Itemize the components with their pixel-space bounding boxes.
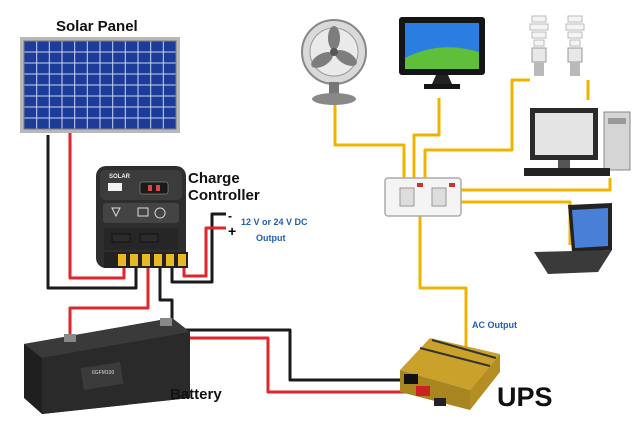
fan <box>301 19 367 105</box>
panel-to-controller-wires <box>46 130 138 290</box>
battery <box>24 318 190 414</box>
ups-inverter <box>400 338 500 410</box>
charge-controller-label-line2: Controller <box>188 187 260 204</box>
dc-minus-sign: - <box>228 209 232 223</box>
television <box>399 17 485 89</box>
charge-controller-label: Charge Controller <box>188 170 260 204</box>
laptop <box>534 203 612 274</box>
controller-to-battery-wires <box>68 268 174 336</box>
charge-controller <box>96 166 188 268</box>
controller-brand-text: SOLAR <box>109 174 130 180</box>
dc-output-label: Output <box>256 233 286 243</box>
light-bulbs <box>529 15 585 76</box>
dc-plus-sign: + <box>228 223 237 239</box>
ups-label: UPS <box>497 382 553 412</box>
ac-output-label: AC Output <box>472 320 517 330</box>
battery-model-text: 6GFM100 <box>92 370 115 376</box>
load-output-wires <box>170 212 226 284</box>
charge-controller-label-line1: Charge <box>188 170 240 187</box>
wall-socket <box>384 177 462 217</box>
dc-voltage-label: 12 V or 24 V DC <box>241 217 308 227</box>
battery-label: Battery <box>170 386 222 403</box>
ac-wiring <box>333 78 612 352</box>
desktop-computer <box>524 108 631 176</box>
solar-panel <box>20 37 180 133</box>
solar-panel-label: Solar Panel <box>56 18 138 35</box>
